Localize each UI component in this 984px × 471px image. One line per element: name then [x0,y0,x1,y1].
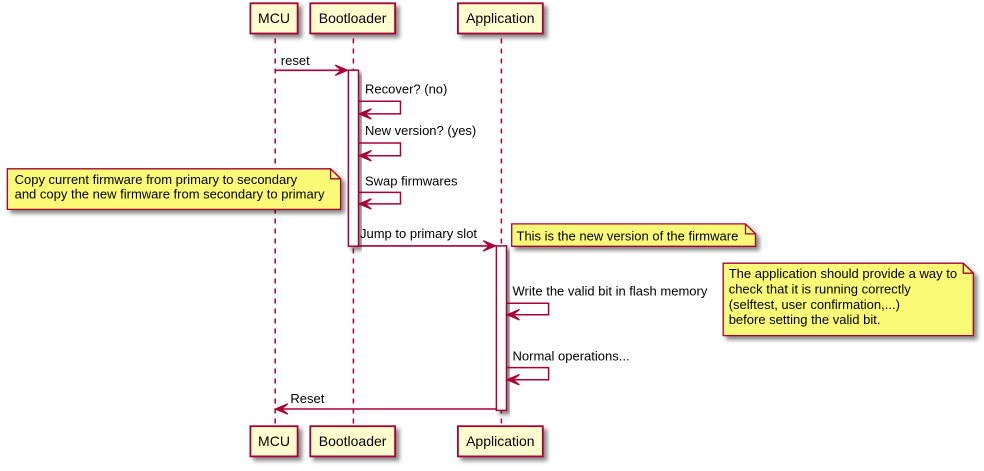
svg-text:Application: Application [466,433,535,449]
svg-text:Jump to primary slot: Jump to primary slot [360,226,477,241]
svg-text:Normal operations...: Normal operations... [513,349,630,364]
svg-text:This is the new version of the: This is the new version of the firmware [517,228,739,243]
svg-text:Bootloader: Bootloader [319,10,387,26]
svg-text:MCU: MCU [258,10,290,26]
svg-text:Copy current firmware from pri: Copy current firmware from primary to se… [15,172,298,187]
svg-text:(selftest, user confirmation,.: (selftest, user confirmation,...) [729,297,900,312]
svg-text:Write the valid bit in flash m: Write the valid bit in flash memory [513,284,708,299]
svg-text:Reset: Reset [290,391,324,406]
svg-text:MCU: MCU [258,433,290,449]
svg-text:before setting the valid bit.: before setting the valid bit. [729,312,881,327]
svg-text:Swap firmwares: Swap firmwares [365,173,458,188]
svg-text:New version? (yes): New version? (yes) [365,123,476,138]
svg-text:The application should provide: The application should provide a way to [729,266,957,281]
svg-text:and copy the new firmware from: and copy the new firmware from secondary… [15,187,325,202]
svg-text:reset: reset [281,53,310,68]
svg-text:Recover? (no): Recover? (no) [365,82,447,97]
svg-text:Application: Application [466,10,535,26]
svg-text:check that it is running corre: check that it is running correctly [729,282,912,297]
svg-text:Bootloader: Bootloader [319,433,387,449]
